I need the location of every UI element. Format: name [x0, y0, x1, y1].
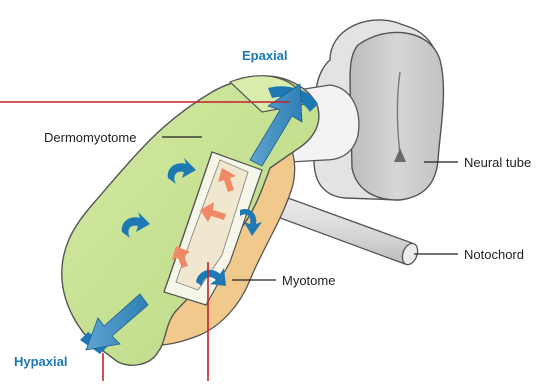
notochord-label: Notochord — [464, 248, 524, 261]
myotome-label: Myotome — [282, 274, 335, 287]
neural-tube-label: Neural tube — [464, 156, 531, 169]
hypaxial-label: Hypaxial — [14, 355, 67, 368]
epaxial-label: Epaxial — [242, 49, 288, 62]
dermomyotome-label: Dermomyotome — [44, 131, 136, 144]
